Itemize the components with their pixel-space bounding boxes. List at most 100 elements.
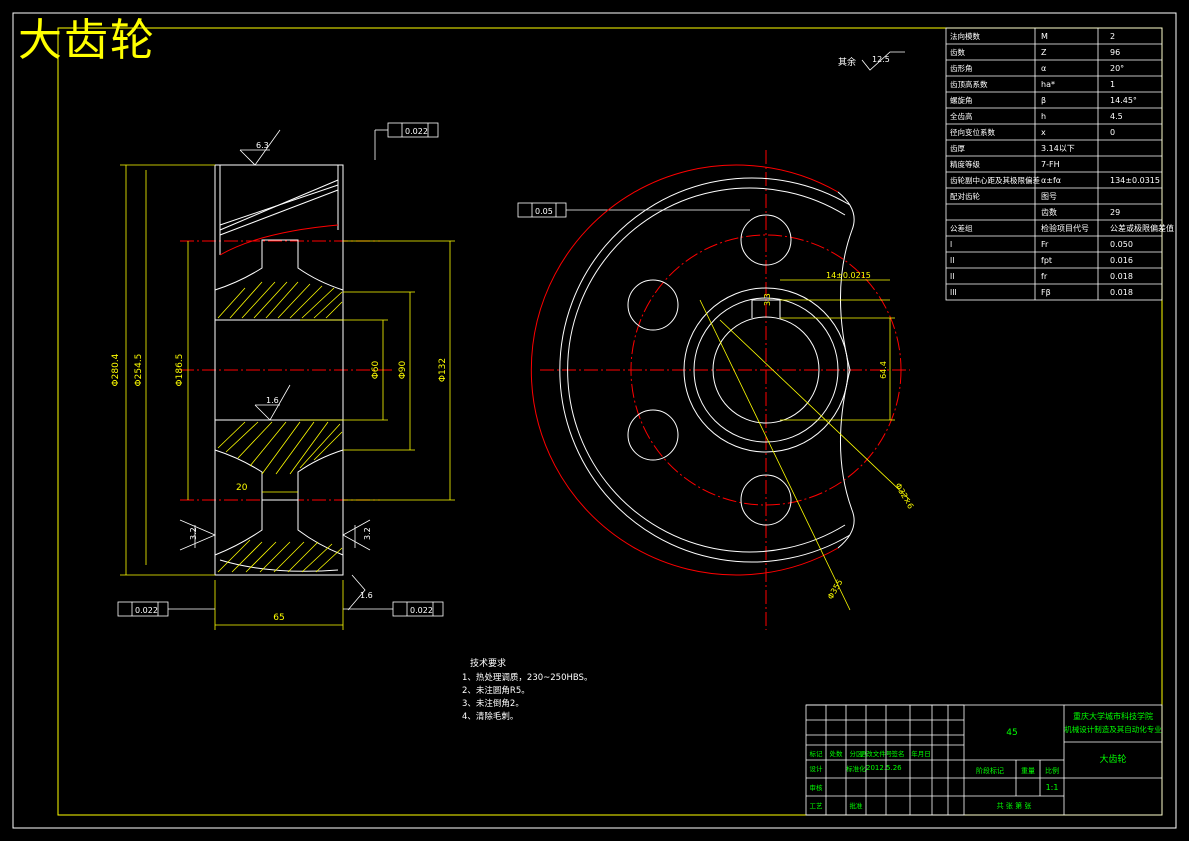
tb-cell: 设计 <box>810 764 824 773</box>
tech-title: 技术要求 <box>470 657 506 669</box>
tb-scale: 1:1 <box>1046 783 1059 792</box>
params-cell: 法向模数 <box>950 31 980 41</box>
params-cell: 134±0.0315 <box>1110 176 1160 185</box>
dim-width-total: 65 <box>273 613 284 623</box>
tb-label: 分区 <box>850 749 864 758</box>
rough-other-label: 其余 <box>838 56 856 68</box>
params-cell: 0.016 <box>1110 256 1133 265</box>
tb-label: 签名 <box>892 749 905 758</box>
dim-d2: Φ254.5 <box>134 354 144 387</box>
dim-keyway: 14±0.0215 <box>826 271 871 280</box>
params-cell: ha* <box>1041 80 1055 89</box>
tb-ratio: 比例 <box>1045 766 1059 775</box>
dim-width-hub: 20 <box>236 483 248 493</box>
params-cell: II <box>950 272 954 281</box>
params-cell: α <box>1041 64 1046 73</box>
params-cell: fr <box>1041 272 1048 281</box>
params-cell: 20° <box>1110 64 1124 73</box>
front-view: 14±0.0215 64.4 3.3 Φ32×6 Φ355 其余 12.5 <box>530 51 915 630</box>
tech-requirements: 技术要求 1、热处理调质，230~250HBS。 2、未注圆角R5。 3、未注倒… <box>462 657 592 722</box>
params-cell: Z <box>1041 48 1047 57</box>
tol-4: 0.05 <box>535 207 553 216</box>
tech-item-3: 3、未注倒角2。 <box>462 698 524 709</box>
params-cell: I <box>950 240 952 249</box>
tb-cell: 标准化 <box>846 764 866 773</box>
rough-top: 6.3 <box>256 141 269 150</box>
params-cell: β <box>1041 96 1046 105</box>
tb-sheets: 共 张 第 张 <box>997 801 1032 810</box>
params-cell: 全齿高 <box>950 111 973 121</box>
dim-d1: Φ280.4 <box>111 353 121 386</box>
params-cell: 图号 <box>1041 192 1057 201</box>
params-cell: 2 <box>1110 32 1115 41</box>
params-cell: 4.5 <box>1110 112 1123 121</box>
tb-school: 重庆大学城市科技学院 <box>1073 711 1153 721</box>
params-cell: 齿形角 <box>950 63 973 73</box>
params-cell: 齿数 <box>950 47 965 57</box>
rough-left: 3.2 <box>189 527 198 540</box>
params-cell: 齿厚 <box>950 144 965 153</box>
params-cell: 检验项目代号 <box>1041 223 1089 233</box>
tb-label: 年月日 <box>911 749 931 758</box>
tol-3: 0.022 <box>410 606 433 615</box>
params-cell: 螺旋角 <box>950 95 973 105</box>
params-cell: h <box>1041 112 1046 121</box>
params-cell: x <box>1041 128 1046 137</box>
params-cell: 0.050 <box>1110 240 1133 249</box>
dim-bore-depth: 3.3 <box>763 293 772 306</box>
hub-upper <box>214 239 344 321</box>
params-cell: 3.14以下 <box>1041 144 1075 153</box>
params-cell: 29 <box>1110 208 1120 217</box>
tech-item-1: 1、热处理调质，230~250HBS。 <box>462 672 592 683</box>
params-cell: 径向变位系数 <box>950 127 995 137</box>
params-cell: 14.45° <box>1110 96 1137 105</box>
params-cell: α±fα <box>1041 176 1061 185</box>
params-cell: 公差或极限偏差值 <box>1110 223 1174 233</box>
params-table-border <box>945 27 1163 301</box>
drawing-title: 大齿轮 <box>18 15 156 66</box>
title-block: 标记处数分区更改文件号签名年月日设计标准化审核工艺批准 <box>805 704 1163 816</box>
rough-bottom: 1.6 <box>360 591 373 600</box>
tb-stage: 阶段标记 <box>976 766 1004 775</box>
params-cell: Fβ <box>1041 288 1051 297</box>
rough-right: 3.2 <box>363 527 372 540</box>
params-cell: 96 <box>1110 48 1120 57</box>
dim-d5: Φ90 <box>398 360 408 379</box>
tb-dept: 机械设计制造及其自动化专业 <box>1064 724 1162 734</box>
tech-item-4: 4、清除毛刺。 <box>462 711 518 722</box>
params-cell: 配对齿轮 <box>950 191 980 201</box>
tb-cell: 审核 <box>810 783 824 792</box>
params-table: 法向模数 M 2 齿数 Z 96 齿形角 α 20° 齿顶高系数 ha* 1 螺旋角 β 14.45° 全齿高… <box>945 27 1174 301</box>
params-cell: 1 <box>1110 80 1115 89</box>
dim-d6: Φ132 <box>438 358 448 382</box>
inner-frame <box>57 27 1163 816</box>
params-cell: 齿顶高系数 <box>950 79 988 89</box>
tb-date: 2012.5.26 <box>866 764 902 772</box>
dim-pcd: Φ355 <box>826 578 845 601</box>
tol-1: 0.022 <box>405 127 428 136</box>
params-cell: III <box>950 288 957 297</box>
tb-cell: 批准 <box>850 801 864 810</box>
params-cell: 齿轮副中心距及其极限偏差 <box>950 175 1040 185</box>
params-cell: fpt <box>1041 256 1052 265</box>
tb-label: 处数 <box>830 749 844 758</box>
params-cell: 0 <box>1110 128 1115 137</box>
tb-label: 更改文件号 <box>860 749 893 758</box>
tb-cell: 工艺 <box>810 802 824 810</box>
params-cell: 齿数 <box>1041 207 1057 217</box>
side-view: Φ280.4 Φ254.5 Φ186.5 Φ60 Φ90 Φ132 20 65 … <box>111 122 750 630</box>
tb-part-name: 大齿轮 <box>1099 753 1126 765</box>
dim-d4: Φ60 <box>371 360 381 379</box>
params-cell: II <box>950 256 954 265</box>
params-cell: M <box>1041 32 1048 41</box>
outer-frame <box>12 12 1177 829</box>
dim-key-depth: 64.4 <box>879 361 888 379</box>
rough-other-value: 12.5 <box>872 55 890 64</box>
dim-d3: Φ186.5 <box>175 354 185 387</box>
params-cell: 公差组 <box>950 223 973 233</box>
tb-weight: 重量 <box>1021 767 1035 775</box>
dim-hole: Φ32×6 <box>893 482 915 511</box>
params-cell: 0.018 <box>1110 288 1133 297</box>
params-cell: 0.018 <box>1110 272 1133 281</box>
